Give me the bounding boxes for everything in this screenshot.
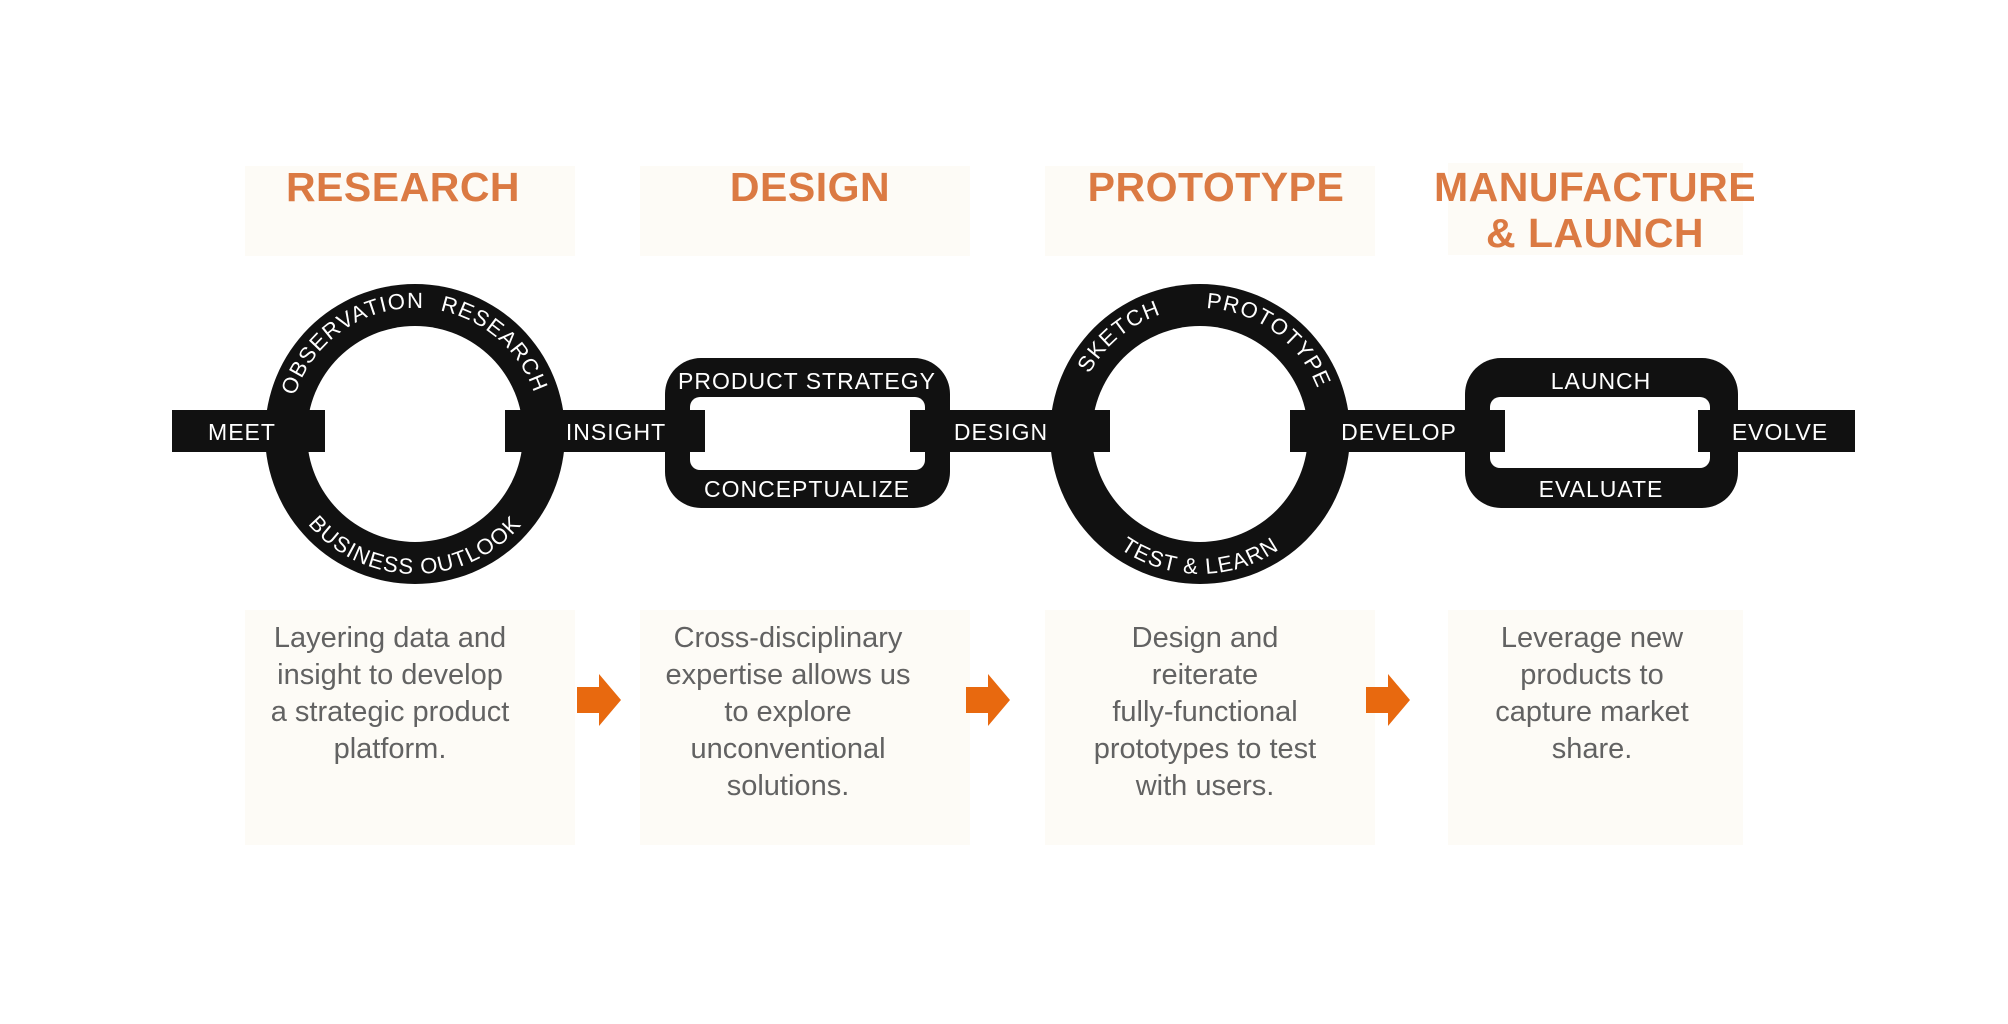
column-tint (1448, 610, 1743, 845)
column-tint (1448, 163, 1743, 255)
connector-tab (1290, 410, 1352, 452)
frame-label-evaluate: EVALUATE (1539, 476, 1664, 502)
stage-desc-research: Layering data and insight to develop a s… (270, 622, 510, 765)
prototype-ring-inner (1092, 326, 1308, 542)
stage-title-research: RESEARCH (285, 164, 521, 210)
stage-title-design: DESIGN (729, 164, 891, 210)
frame-label-launch: LAUNCH (1551, 368, 1652, 394)
connector-tab (263, 410, 325, 452)
research-node: OBSERVATION RESEARCH BUSINESS OUTLOOK (263, 284, 567, 584)
stage-desc-manufacture: Leverage new products to capture market … (1495, 622, 1689, 765)
frame-label-conceptualize: CONCEPTUALIZE (704, 476, 910, 502)
research-ring-inner (307, 326, 523, 542)
stage-title-manufacture: MANUFACTURE & LAUNCH (1433, 164, 1757, 256)
stage-desc-prototype: Design and reiterate fully-functional pr… (1093, 622, 1317, 802)
prototype-node: SKETCH PROTOTYPE TEST & LEARN (1048, 284, 1352, 584)
column-tint (640, 166, 970, 256)
connector-tab (910, 410, 950, 452)
stage-desc-design: Cross-disciplinary expertise allows us t… (665, 622, 911, 802)
flow-arrow-icon (577, 673, 621, 727)
column-tint (1045, 166, 1375, 256)
timeline-label-develop: DEVELOP (1341, 419, 1457, 445)
column-tint (245, 610, 575, 845)
timeline-label-insight: INSIGHT (566, 419, 666, 445)
flow-arrow-icon (1366, 673, 1410, 727)
column-tint (1045, 610, 1375, 845)
connector-tab (1698, 410, 1738, 452)
stage-title-prototype: PROTOTYPE (1087, 164, 1345, 210)
connector-tab (505, 410, 567, 452)
design-frame-inner (690, 397, 925, 470)
connector-tab (1048, 410, 1110, 452)
timeline-label-evolve: EVOLVE (1732, 419, 1828, 445)
timeline-label-meet: MEET (208, 419, 276, 445)
timeline-label-design: DESIGN (954, 419, 1048, 445)
design-node: PRODUCT STRATEGY CONCEPTUALIZE (665, 358, 950, 508)
connector-tab (1465, 410, 1505, 452)
frame-label-product-strategy: PRODUCT STRATEGY (678, 368, 936, 394)
manufacture-node: LAUNCH EVALUATE (1465, 358, 1738, 508)
manufacture-frame-inner (1490, 397, 1710, 468)
column-tint (640, 610, 970, 845)
connector-tab (665, 410, 705, 452)
flow-arrow-icon (966, 673, 1010, 727)
column-tint (245, 166, 575, 256)
